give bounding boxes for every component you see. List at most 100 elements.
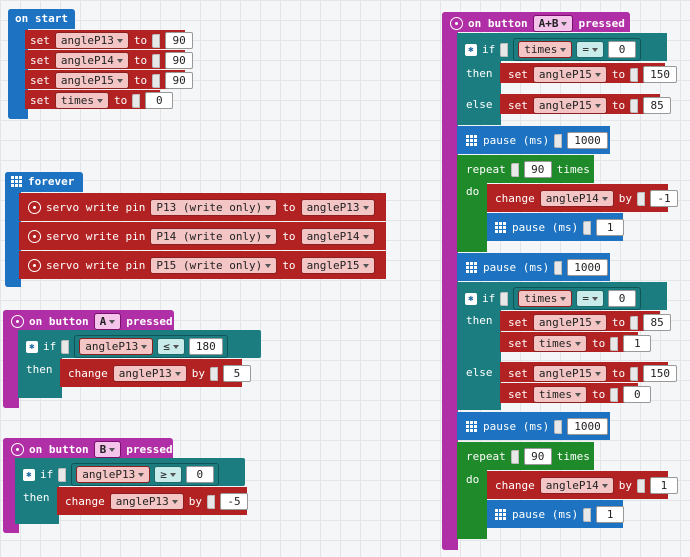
var-dropdown[interactable]: angleP15 [532, 66, 607, 83]
value-field[interactable]: 85 [643, 314, 672, 331]
compare-block[interactable]: times = 0 [513, 287, 641, 310]
do-label: do [466, 473, 480, 486]
pin-dropdown[interactable]: P14 (write only) [150, 228, 278, 245]
chevron-down-icon [265, 234, 272, 239]
operator-dropdown[interactable]: ≥ [154, 466, 182, 483]
value-field[interactable]: 90 [165, 32, 194, 49]
pin-dropdown[interactable]: P13 (write only) [150, 199, 278, 216]
var-dropdown[interactable]: times [518, 41, 573, 58]
var-dropdown[interactable]: angleP15 [532, 314, 607, 331]
repeat-count-field[interactable]: 90 [523, 448, 552, 465]
pressed-label: pressed [126, 443, 173, 456]
button-dropdown[interactable]: A+B [532, 15, 574, 32]
value-field[interactable]: 1000 [567, 132, 608, 149]
var-dropdown[interactable]: angleP13 [54, 32, 129, 49]
value-field[interactable]: 90 [165, 72, 194, 89]
socket-icon [510, 162, 519, 177]
var-dropdown[interactable]: angleP13 [300, 199, 375, 216]
gear-icon[interactable]: ✱ [23, 468, 35, 481]
socket-icon [630, 98, 639, 113]
var-dropdown[interactable]: times [54, 92, 109, 109]
operator-dropdown[interactable]: ≤ [157, 338, 185, 355]
value-field[interactable]: 180 [188, 338, 223, 355]
operator-dropdown[interactable]: = [576, 41, 604, 58]
gear-icon[interactable]: ✱ [26, 340, 38, 353]
set-label: set [30, 94, 50, 107]
var-name: angleP15 [538, 99, 592, 112]
compare-block[interactable]: angleP13 ≤ 180 [74, 335, 228, 358]
button-dropdown[interactable]: B [93, 441, 122, 458]
var-dropdown[interactable]: angleP13 [112, 365, 187, 382]
value-field[interactable]: 0 [145, 92, 174, 109]
value-field[interactable]: 0 [185, 466, 214, 483]
var-dropdown[interactable]: times [532, 386, 587, 403]
value-field[interactable]: 1 [623, 335, 652, 352]
chevron-down-icon [362, 234, 369, 239]
value-field[interactable]: 1 [649, 477, 678, 494]
value-field[interactable]: 0 [608, 290, 636, 307]
servo-row-2: servo write pin P14 (write only) to angl… [28, 228, 375, 245]
var-dropdown[interactable]: angleP14 [54, 52, 129, 69]
chevron-down-icon [109, 447, 116, 452]
compare-block[interactable]: angleP13 ≥ 0 [71, 463, 219, 486]
var-dropdown[interactable]: times [532, 335, 587, 352]
value-field[interactable]: 90 [165, 52, 194, 69]
value-field[interactable]: 150 [643, 66, 677, 83]
on-button-a-header[interactable] [3, 310, 174, 330]
gear-icon[interactable]: ✱ [465, 43, 477, 56]
to-label: to [611, 316, 626, 329]
var-name: angleP14 [60, 54, 114, 67]
socket-icon [630, 366, 639, 381]
gear-icon[interactable]: ✱ [465, 292, 477, 305]
forever-block[interactable] [5, 172, 21, 287]
on-button-b-header[interactable] [3, 438, 173, 458]
chevron-down-icon [116, 78, 123, 83]
var-dropdown[interactable]: angleP15 [54, 72, 129, 89]
if2-else-set-row-1: set angleP15 to 150 [508, 365, 677, 382]
on-button-a-block[interactable] [3, 310, 19, 408]
change-label: change [495, 479, 535, 492]
var-name: times [538, 388, 572, 401]
pin-dropdown[interactable]: P15 (write only) [150, 257, 278, 274]
on-start-label: on start [15, 12, 68, 25]
operator-dropdown[interactable]: = [576, 290, 604, 307]
var-dropdown[interactable]: angleP15 [532, 97, 607, 114]
to-label: to [282, 201, 296, 214]
button-name: A [99, 315, 107, 328]
then-label: then [466, 67, 493, 80]
var-dropdown[interactable]: angleP13 [109, 493, 184, 510]
value-field[interactable]: 1 [596, 506, 625, 523]
var-dropdown[interactable]: angleP13 [76, 466, 151, 483]
var-dropdown[interactable]: angleP14 [539, 190, 614, 207]
var-dropdown[interactable]: angleP13 [79, 338, 154, 355]
by-label: by [618, 479, 632, 492]
on-start-block[interactable] [8, 9, 28, 119]
button-dropdown[interactable]: A [93, 313, 122, 330]
var-dropdown[interactable]: times [518, 290, 573, 307]
value-field[interactable]: 85 [643, 97, 672, 114]
value-field[interactable]: 0 [608, 41, 636, 58]
value-field[interactable]: -5 [219, 493, 248, 510]
value-field[interactable]: -1 [649, 190, 678, 207]
if2-row: ✱ if times = 0 [465, 287, 641, 310]
pause1-row: pause (ms) 1000 [466, 132, 608, 149]
value-field[interactable]: 5 [222, 365, 251, 382]
var-name: angleP13 [82, 468, 136, 481]
var-dropdown[interactable]: angleP15 [300, 257, 375, 274]
chevron-down-icon [109, 319, 116, 324]
value-field[interactable]: 0 [623, 386, 652, 403]
compare-block[interactable]: times = 0 [513, 38, 641, 61]
var-dropdown[interactable]: angleP15 [532, 365, 607, 382]
on-button-ab-block[interactable] [442, 12, 458, 550]
pause-label: pause (ms) [483, 420, 550, 433]
forever-header[interactable] [5, 172, 83, 192]
value-field[interactable]: 1000 [567, 259, 608, 276]
set-label: set [30, 74, 50, 87]
var-dropdown[interactable]: angleP14 [539, 477, 614, 494]
value-field[interactable]: 1 [596, 219, 625, 236]
on-start-header[interactable] [8, 9, 75, 29]
value-field[interactable]: 150 [643, 365, 677, 382]
repeat-count-field[interactable]: 90 [523, 161, 552, 178]
var-dropdown[interactable]: angleP14 [300, 228, 375, 245]
value-field[interactable]: 1000 [567, 418, 608, 435]
